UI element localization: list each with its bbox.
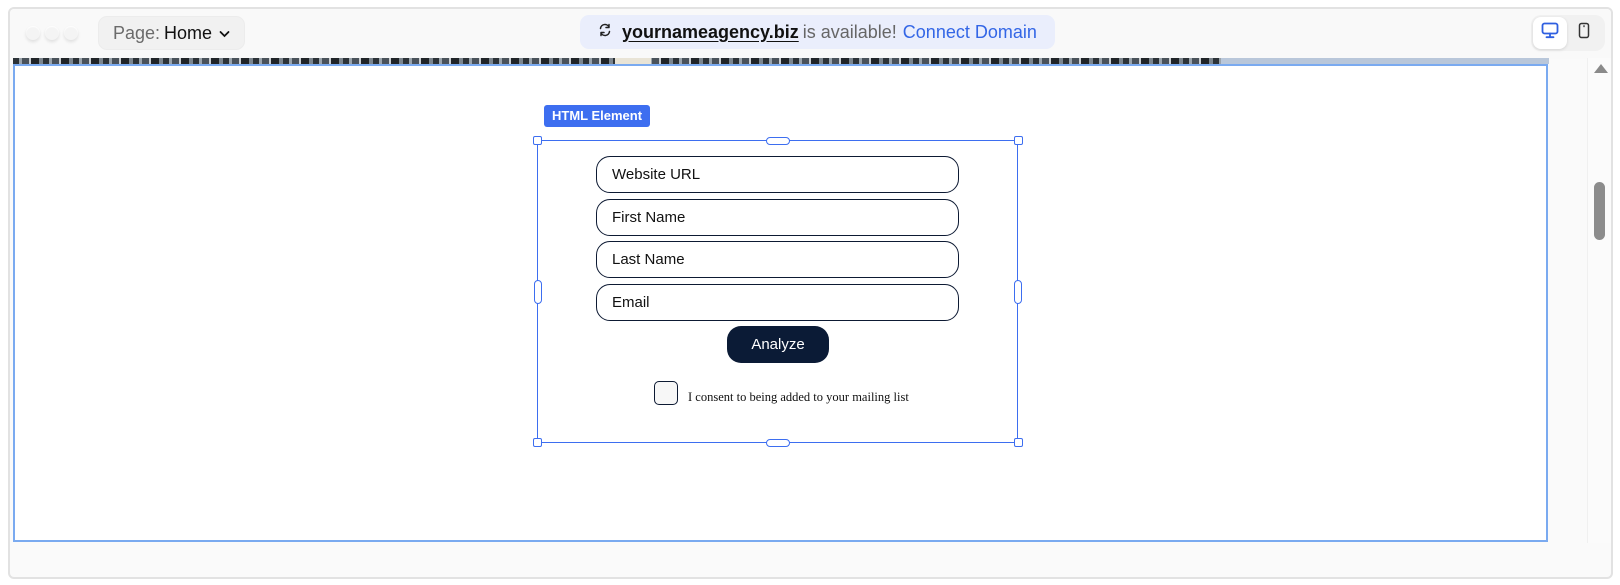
- resize-handle-bottom-left[interactable]: [533, 438, 542, 447]
- connect-domain-link[interactable]: Connect Domain: [902, 21, 1037, 42]
- device-toggle: [1531, 15, 1605, 51]
- domain-status: is available!: [802, 21, 897, 42]
- resize-handle-bottom[interactable]: [766, 439, 790, 447]
- window-dot[interactable]: [26, 26, 40, 40]
- desktop-icon: [1541, 22, 1559, 44]
- scroll-up-arrow-icon[interactable]: [1594, 64, 1608, 73]
- mobile-view-button[interactable]: [1567, 17, 1601, 49]
- consent-checkbox[interactable]: [654, 381, 678, 405]
- desktop-view-button[interactable]: [1533, 17, 1567, 49]
- window-dot[interactable]: [45, 26, 59, 40]
- consent-row: I consent to being added to your mailing…: [654, 381, 909, 405]
- header-image-strip: [13, 58, 1549, 64]
- domain-name-link[interactable]: yournameagency.biz: [622, 21, 799, 42]
- mobile-icon: [1578, 22, 1590, 44]
- analyze-form: Website URL First Name Last Name Email A…: [596, 156, 960, 405]
- consent-label: I consent to being added to your mailing…: [688, 390, 909, 404]
- page-selector-label: Page:: [113, 22, 161, 43]
- canvas-scrollbar[interactable]: [1587, 58, 1611, 543]
- sync-icon: [598, 23, 612, 41]
- email-input[interactable]: Email: [596, 283, 959, 321]
- top-bar: Page: Home yournameagency.biz is availab…: [10, 9, 1611, 59]
- window-dot[interactable]: [64, 26, 78, 40]
- page-selector-value: Home: [164, 22, 213, 43]
- resize-handle-top[interactable]: [766, 137, 790, 145]
- resize-handle-right[interactable]: [1014, 280, 1022, 304]
- window-controls: [26, 26, 78, 40]
- page-selector[interactable]: Page: Home: [98, 16, 246, 50]
- last-name-input[interactable]: Last Name: [596, 241, 959, 278]
- scrollbar-thumb[interactable]: [1594, 182, 1605, 240]
- website-url-input[interactable]: Website URL: [596, 156, 959, 193]
- chevron-down-icon: [219, 27, 230, 41]
- resize-handle-bottom-right[interactable]: [1014, 438, 1023, 447]
- element-type-tag[interactable]: HTML Element: [544, 105, 651, 127]
- analyze-button[interactable]: Analyze: [727, 326, 829, 363]
- resize-handle-top-right[interactable]: [1014, 136, 1023, 145]
- first-name-input[interactable]: First Name: [596, 198, 959, 236]
- resize-handle-left[interactable]: [534, 280, 542, 304]
- domain-banner: yournameagency.biz is available! Connect…: [580, 15, 1055, 49]
- resize-handle-top-left[interactable]: [533, 136, 542, 145]
